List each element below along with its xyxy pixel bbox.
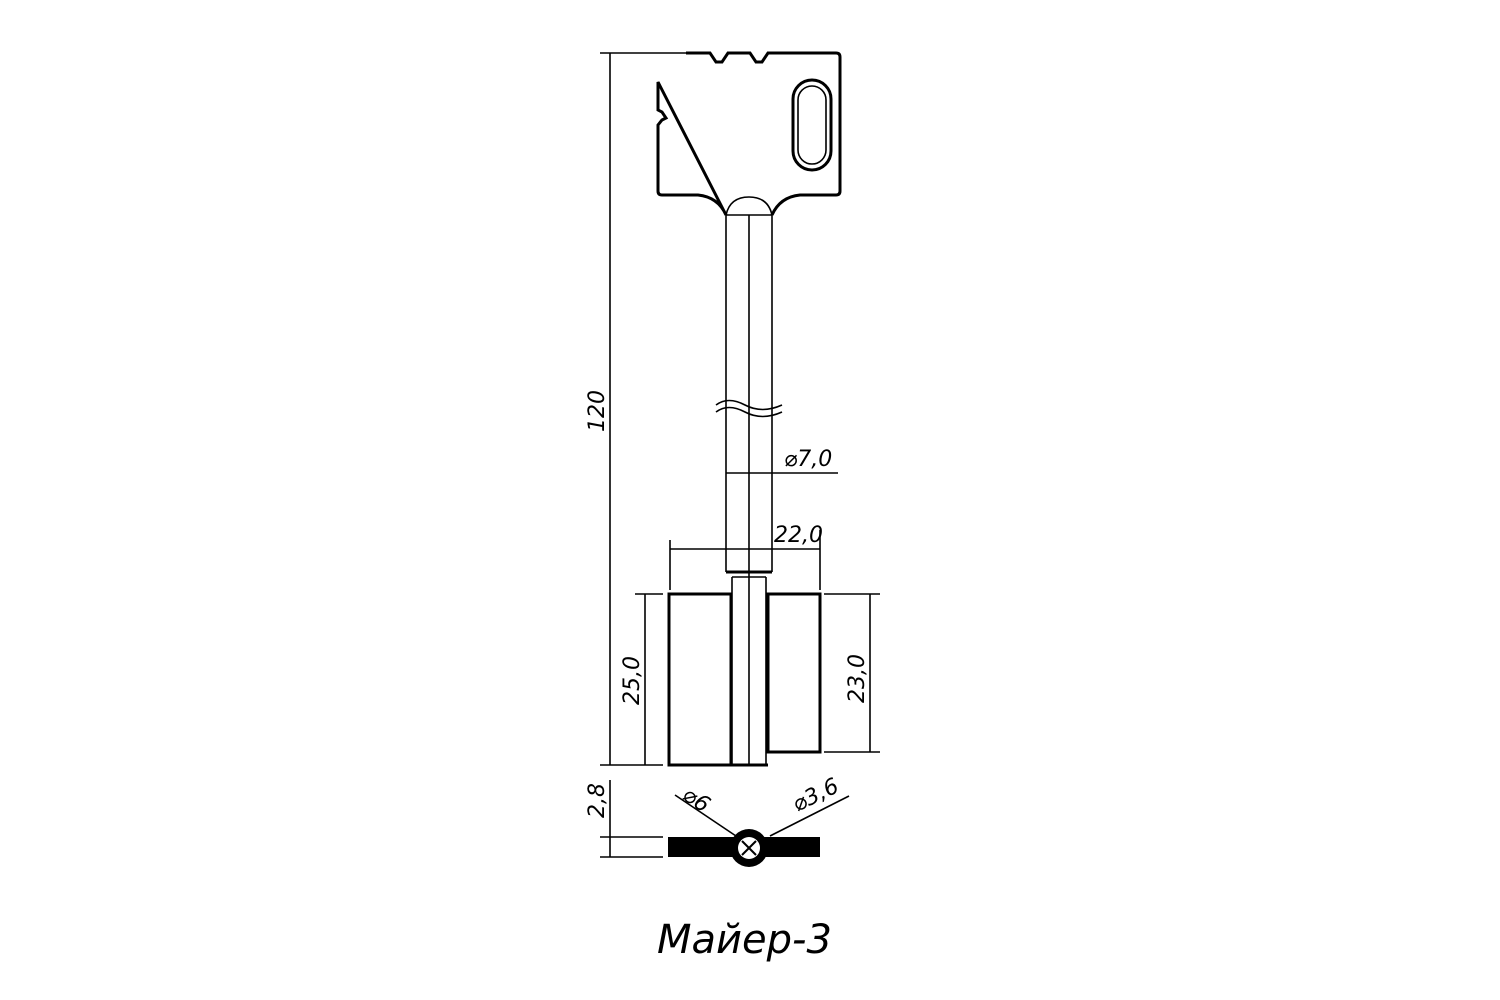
key-bits: [667, 592, 822, 767]
drawing-title: Майер-3: [657, 917, 832, 963]
left-bit-height-dimension: 25,0: [620, 593, 663, 765]
bit-width-dimension: 22,0: [669, 523, 823, 590]
pin-inner-diameter-label: ⌀3,6: [789, 774, 843, 818]
key-section: 2,8 ⌀6 ⌀3,6: [585, 774, 850, 867]
left-bit-height-label: 25,0: [620, 656, 645, 705]
right-bit-height-label: 23,0: [845, 654, 870, 703]
key-head: [656, 51, 842, 216]
break-line: [715, 399, 783, 411]
pin-outer-diameter-label: ⌀6: [678, 782, 715, 818]
bit-width-label: 22,0: [774, 523, 823, 548]
overall-length-dimension: 120: [585, 52, 690, 766]
key-shaft: [715, 214, 783, 765]
bit-thickness-label: 2,8: [585, 783, 610, 818]
overall-length-label: 120: [585, 390, 610, 432]
shaft-diameter-label: ⌀7,0: [784, 447, 832, 472]
shaft-diameter-dimension: ⌀7,0: [726, 447, 838, 474]
right-bit-height-dimension: 23,0: [824, 593, 880, 753]
